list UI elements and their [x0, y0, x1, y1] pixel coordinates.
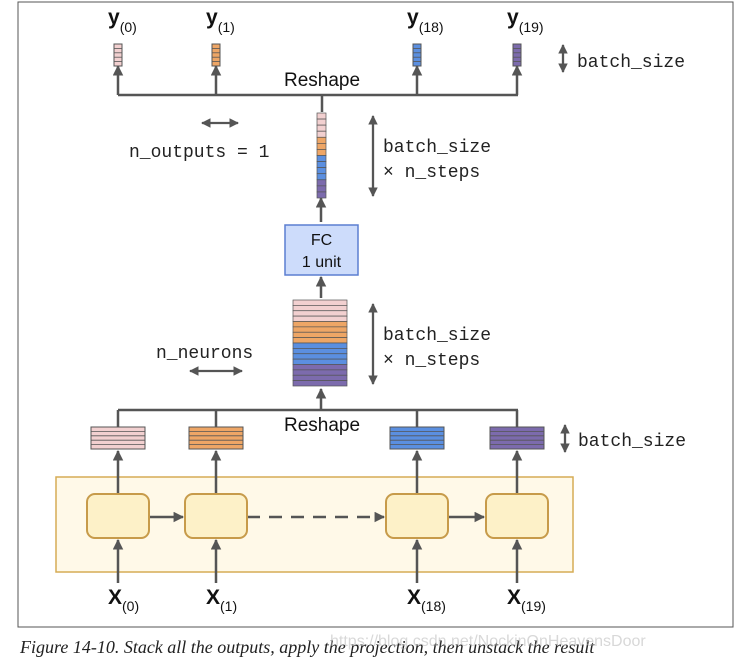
fc-output-row [316, 161, 327, 168]
input-label-1: X(1) [206, 586, 237, 614]
figure-caption: Figure 14-10. Stack all the outputs, app… [19, 637, 595, 657]
step-output-0-fill [90, 426, 146, 450]
concatenated-row [292, 358, 348, 365]
stack-top-size-line1: batch_size [383, 138, 491, 158]
batch-size-top-label: batch_size [577, 53, 685, 73]
fc-output-row [316, 143, 327, 150]
fc-label-line1: FC [311, 232, 332, 249]
fc-output-stack [316, 112, 327, 199]
concatenated-row [292, 337, 348, 344]
concatenated-row [292, 342, 348, 349]
output-vector-3 [512, 43, 522, 67]
fc-output-row [316, 191, 327, 199]
watermark-text: https://blog.csdn.net/NockinOnHeavensDoo… [330, 633, 646, 650]
concatenated-row [292, 348, 348, 355]
fc-output-row [316, 173, 327, 181]
rnn-cell-3 [485, 493, 549, 539]
stack-mid-size-line2: × n_steps [383, 351, 480, 371]
output-vector-2-fill [412, 43, 422, 67]
concatenated-row [292, 326, 348, 333]
concatenated-row [292, 321, 348, 328]
output-label-2: y(18) [407, 6, 444, 35]
concatenated-row [292, 369, 348, 376]
concatenated-row [292, 305, 348, 312]
step-output-3 [489, 426, 545, 450]
rnn-cell-0 [86, 493, 150, 539]
reshape-bottom-label: Reshape [284, 415, 360, 436]
concatenated-stack [292, 299, 348, 387]
figure-frame [17, 1, 734, 628]
step-output-3-fill [489, 426, 545, 450]
concatenated-row [292, 353, 348, 360]
rnn-cell-2 [385, 493, 449, 539]
step-output-2-fill [389, 426, 445, 450]
step-output-1 [188, 426, 244, 450]
fc-output-row [316, 124, 327, 132]
output-vector-0-fill [113, 43, 123, 67]
output-label-0: y(0) [108, 6, 137, 35]
output-label-3: y(19) [507, 6, 544, 35]
batch-size-bottom-label: batch_size [578, 432, 686, 452]
n-neurons-label: n_neurons [156, 344, 253, 364]
io-labels: y(0) y(1) y(18) y(19) X(0) X(1) X(18) X(19) [108, 6, 546, 614]
input-label-3: X(19) [507, 586, 546, 614]
concatenated-row [292, 331, 348, 338]
fc-output-row [316, 149, 327, 156]
vector-stacks [90, 43, 545, 450]
fc-label-line2: 1 unit [302, 254, 342, 271]
n-outputs-label: n_outputs = 1 [129, 143, 269, 163]
concatenated-row [292, 315, 348, 322]
connector-lines [112, 44, 570, 583]
fc-output-row [316, 112, 327, 120]
fc-box [284, 224, 359, 276]
fc-output-row [316, 179, 327, 187]
output-vector-2 [412, 43, 422, 67]
input-label-0: X(0) [108, 586, 139, 614]
stack-mid-size-line1: batch_size [383, 326, 491, 346]
output-vector-1 [211, 43, 221, 67]
rnn-cells [86, 493, 549, 539]
fc-output-row [316, 155, 327, 162]
fc-layer: FC 1 unit [284, 224, 359, 276]
input-label-2: X(18) [407, 586, 446, 614]
concatenated-row [292, 364, 348, 371]
output-vector-1-fill [211, 43, 221, 67]
fc-output-row [316, 185, 327, 193]
concatenated-row [292, 380, 348, 387]
output-label-1: y(1) [206, 6, 235, 35]
fc-output-row [316, 130, 327, 138]
fc-output-row [316, 167, 327, 175]
concatenated-row [292, 299, 348, 306]
concatenated-row [292, 374, 348, 381]
fc-output-row [316, 136, 327, 144]
step-output-0 [90, 426, 146, 450]
output-vector-3-fill [512, 43, 522, 67]
reshape-top-label: Reshape [284, 70, 360, 91]
concatenated-row [292, 310, 348, 317]
stack-top-size-line2: × n_steps [383, 163, 480, 183]
step-output-2 [389, 426, 445, 450]
output-vector-0 [113, 43, 123, 67]
fc-output-row [316, 118, 327, 126]
rnn-cell-1 [184, 493, 248, 539]
step-output-1-fill [188, 426, 244, 450]
